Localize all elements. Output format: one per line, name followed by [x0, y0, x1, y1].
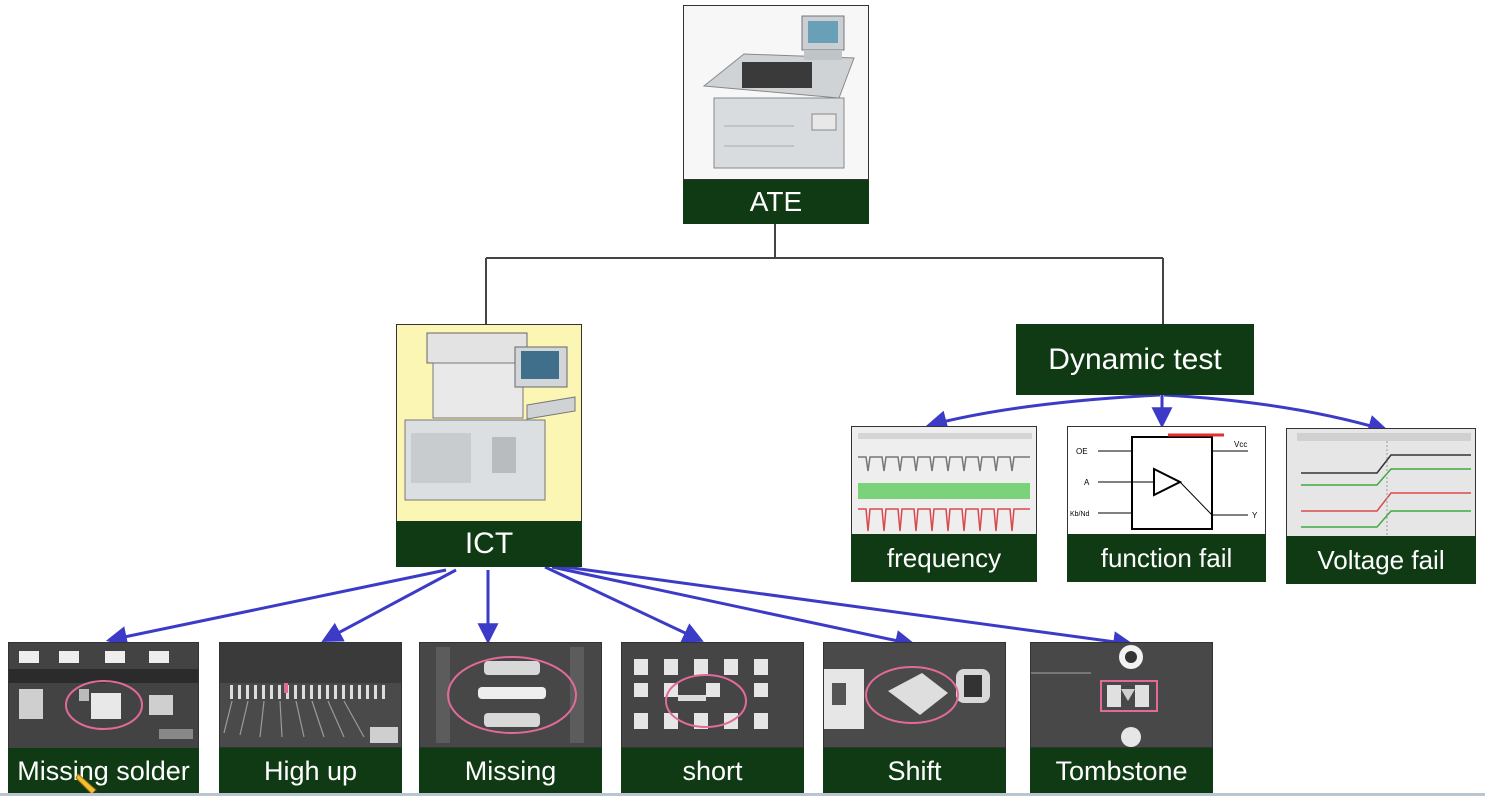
arrow-to-missing-solder [105, 568, 447, 647]
dynamic-test-label: Dynamic test [1016, 324, 1254, 395]
shift-label: Shift [823, 748, 1006, 794]
voltage-fail-waveform [1286, 428, 1476, 540]
missing-label: Missing [419, 748, 602, 794]
missing-solder-label: Missing solder [8, 748, 199, 794]
high-up-image [219, 642, 402, 748]
arrow-to-shift [551, 565, 917, 651]
function-fail-label: function fail [1067, 534, 1266, 582]
tombstone-image [1030, 642, 1213, 748]
short-image [621, 642, 804, 748]
ict-label: ICT [396, 521, 582, 567]
arrow-to-frequency [925, 393, 1161, 432]
ate-label: ATE [683, 180, 869, 224]
frequency-label: frequency [851, 534, 1037, 582]
shift-image [823, 642, 1006, 748]
arrow-to-tombstone [557, 564, 1135, 653]
high-up-label: High up [219, 748, 402, 794]
pin-label-kb: Kb/Nd [1070, 511, 1090, 518]
pin-label-vcc: Vcc [1234, 440, 1247, 449]
arrow-to-high-up [321, 568, 457, 642]
arrow-to-short [544, 565, 704, 643]
tombstone-label: Tombstone [1030, 748, 1213, 794]
pin-label-oe: OE [1076, 447, 1088, 456]
ate-machine-image [683, 5, 869, 180]
frequency-waveform [851, 426, 1037, 538]
missing-solder-image [8, 642, 199, 750]
ict-machine-image [396, 324, 582, 524]
voltage-fail-label: Voltage fail [1286, 536, 1476, 584]
arrow-to-voltage-fail [1163, 393, 1390, 436]
function-fail-schematic: OE A Kb/Nd Vcc Y [1067, 426, 1266, 538]
pin-label-a: A [1084, 478, 1090, 487]
short-label: short [621, 748, 804, 794]
bottom-rule [0, 793, 1485, 796]
missing-image [419, 642, 602, 748]
pin-label-y: Y [1252, 511, 1258, 520]
